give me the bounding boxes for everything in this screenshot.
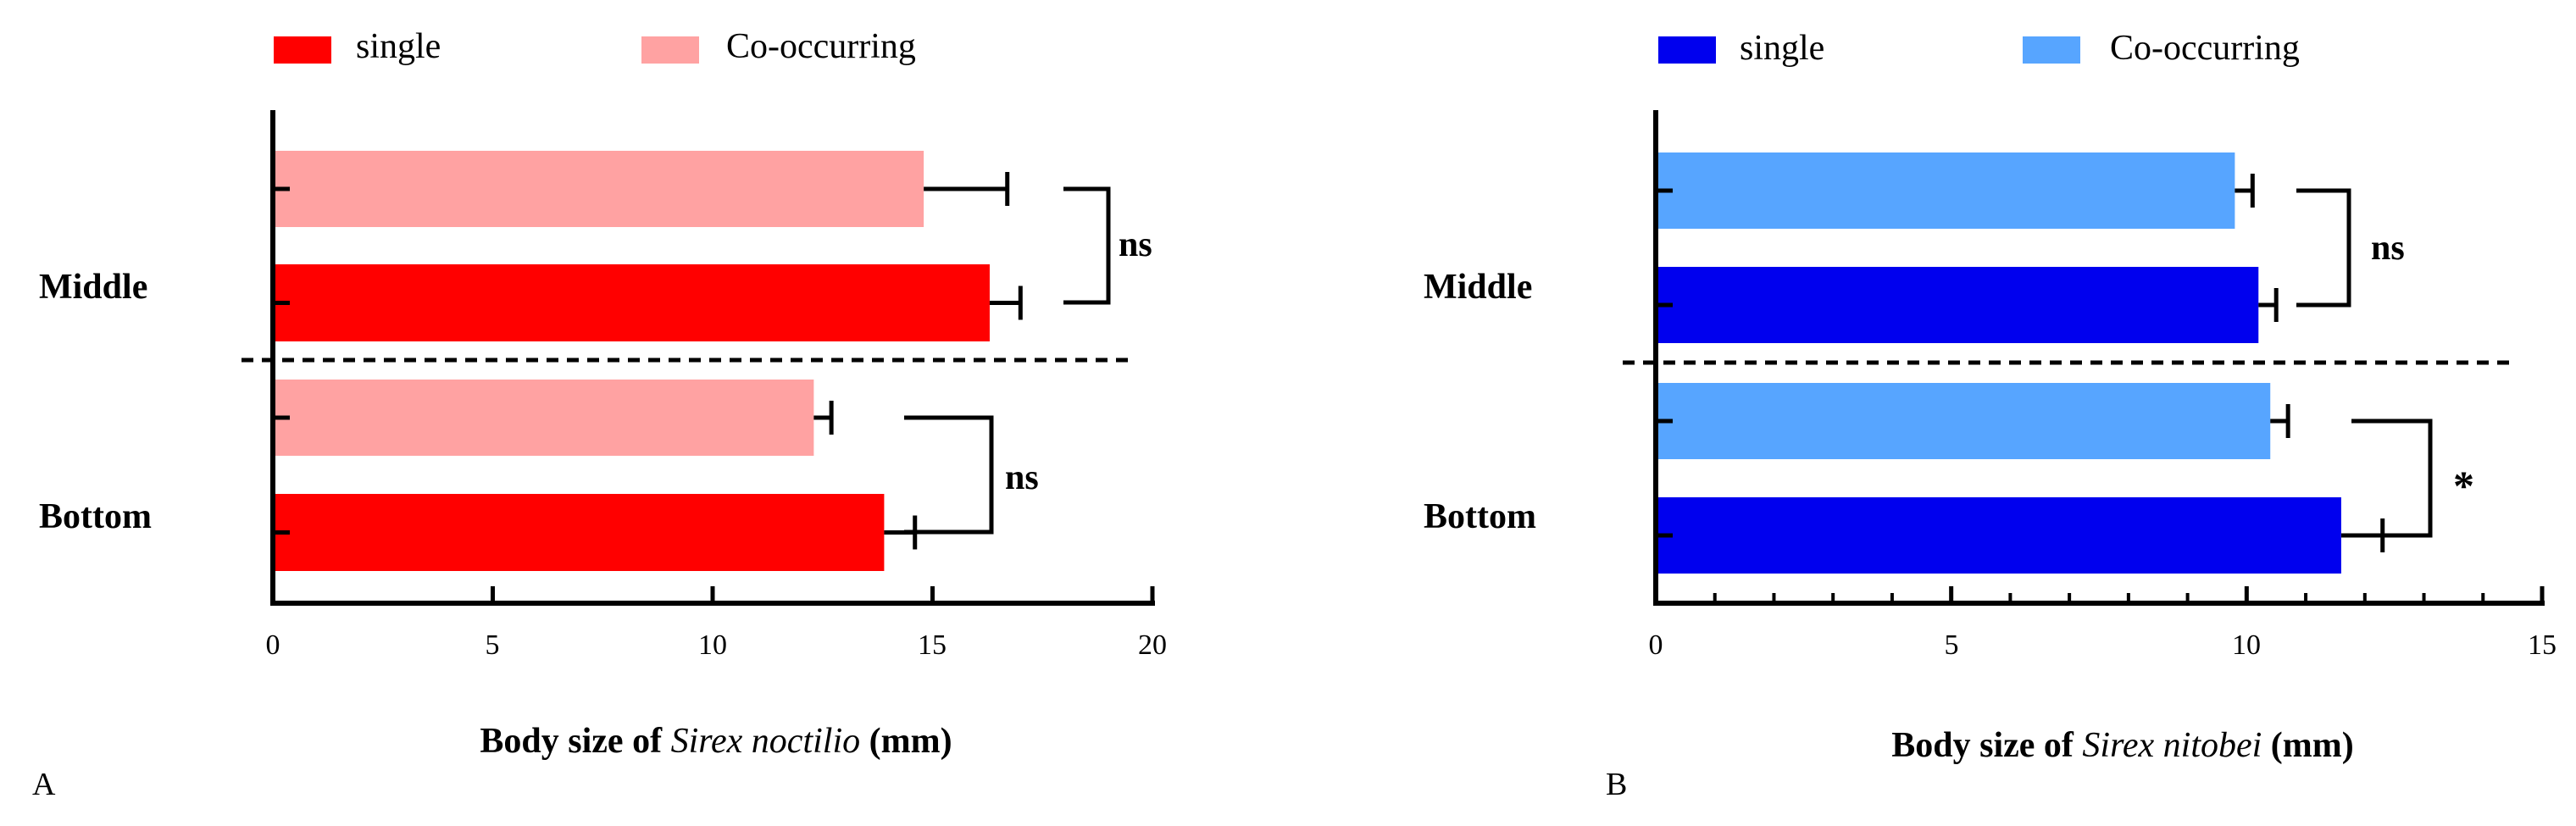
bar-cooccurring-a (273, 151, 924, 227)
legend-swatch-cooccurring-a (641, 36, 699, 64)
bar-cooccurring-b (1656, 152, 2235, 229)
bar-single-a (273, 494, 885, 571)
significance-label-bottom-a: ns (1005, 458, 1039, 497)
legend-swatch-single-a (274, 36, 331, 64)
x-axis-title-a: Body size of Sirex noctilio (mm) (480, 722, 952, 761)
bar-single-a (273, 264, 990, 341)
significance-bracket-a (904, 415, 994, 535)
legend-label-single-b: single (1740, 29, 1824, 68)
panel-label-a: A (32, 767, 56, 802)
x-tick-label: 15 (918, 629, 947, 661)
bar-cooccurring-a (273, 380, 814, 456)
category-label-bottom-b: Bottom (1424, 497, 1536, 536)
legend-swatch-single-b (1658, 36, 1716, 64)
x-tick-label: 5 (486, 629, 500, 661)
legend-swatch-cooccurring-b (2023, 36, 2080, 64)
x-tick-label: 0 (266, 629, 280, 661)
significance-bracket-b (2296, 188, 2351, 308)
significance-label-middle-b: ns (2371, 229, 2405, 268)
category-label-middle-b: Middle (1424, 268, 1532, 307)
x-tick-label: 5 (1945, 629, 1959, 661)
x-tick-label: 0 (1649, 629, 1663, 661)
x-tick-label: 20 (1138, 629, 1167, 661)
category-label-middle-a: Middle (39, 268, 147, 307)
x-tick-labels-a: 0 5 10 15 20 (266, 629, 1168, 661)
significance-bracket-b (2351, 419, 2433, 538)
significance-label-middle-a: ns (1119, 225, 1152, 264)
legend-label-single-a: single (356, 27, 441, 66)
category-label-bottom-a: Bottom (39, 497, 152, 536)
panel-b: single Co-occurring Middle Bottom 0 5 10… (1424, 29, 2557, 802)
panel-label-b: B (1606, 767, 1627, 802)
x-tick-label: 15 (2528, 629, 2557, 661)
panel-a: single Co-occurring Middle Bottom 0 5 10… (32, 27, 1167, 802)
legend-label-cooccurring-b: Co-occurring (2110, 29, 2300, 68)
bar-single-b (1656, 497, 2341, 574)
significance-bracket-a (1063, 186, 1111, 305)
x-tick-label: 10 (698, 629, 727, 661)
bar-cooccurring-b (1656, 383, 2271, 459)
significance-label-bottom-b: * (2453, 462, 2474, 509)
legend-label-cooccurring-a: Co-occurring (726, 27, 916, 66)
x-tick-labels-b: 0 5 10 15 (1649, 629, 2557, 661)
x-axis-title-b: Body size of Sirex nitobei (mm) (1891, 726, 2354, 765)
bar-single-b (1656, 267, 2259, 343)
x-tick-label: 10 (2232, 629, 2261, 661)
